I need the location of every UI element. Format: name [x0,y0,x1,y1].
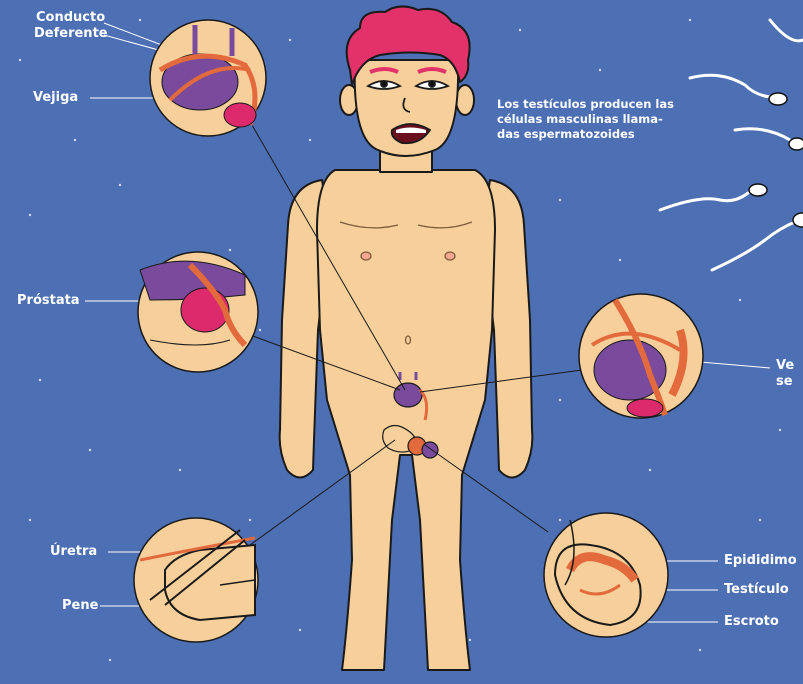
label-uretra: Úretra [50,545,97,559]
label-conducto: Conducto [36,11,105,25]
label-testiculo: Testículo [724,583,789,597]
label-pene: Pene [62,599,98,613]
inset-bladder [150,20,266,136]
label-epididimo: Epididimo [724,554,797,568]
torso-legs [317,170,495,670]
note-line-3: das espermatozoides [497,127,712,142]
label-vesicula-line2: se [776,375,793,389]
label-vejiga: Vejiga [33,91,78,105]
label-deferente: Deferente [34,27,108,41]
label-escroto: Escroto [724,615,779,629]
note-line-1: Los testículos producen las [497,97,712,112]
sperm-cells [660,20,803,270]
label-vesicula-line1: Ve [776,359,794,373]
inset-prostate [138,252,258,372]
label-prostata: Próstata [17,294,80,308]
right-ear [456,85,474,115]
testicle-note: Los testículos producen las células masc… [497,97,712,142]
note-line-2: células masculinas llama- [497,112,712,127]
inset-vesicle [579,294,703,418]
inset-penis [134,518,258,642]
inset-testicle [544,513,668,637]
